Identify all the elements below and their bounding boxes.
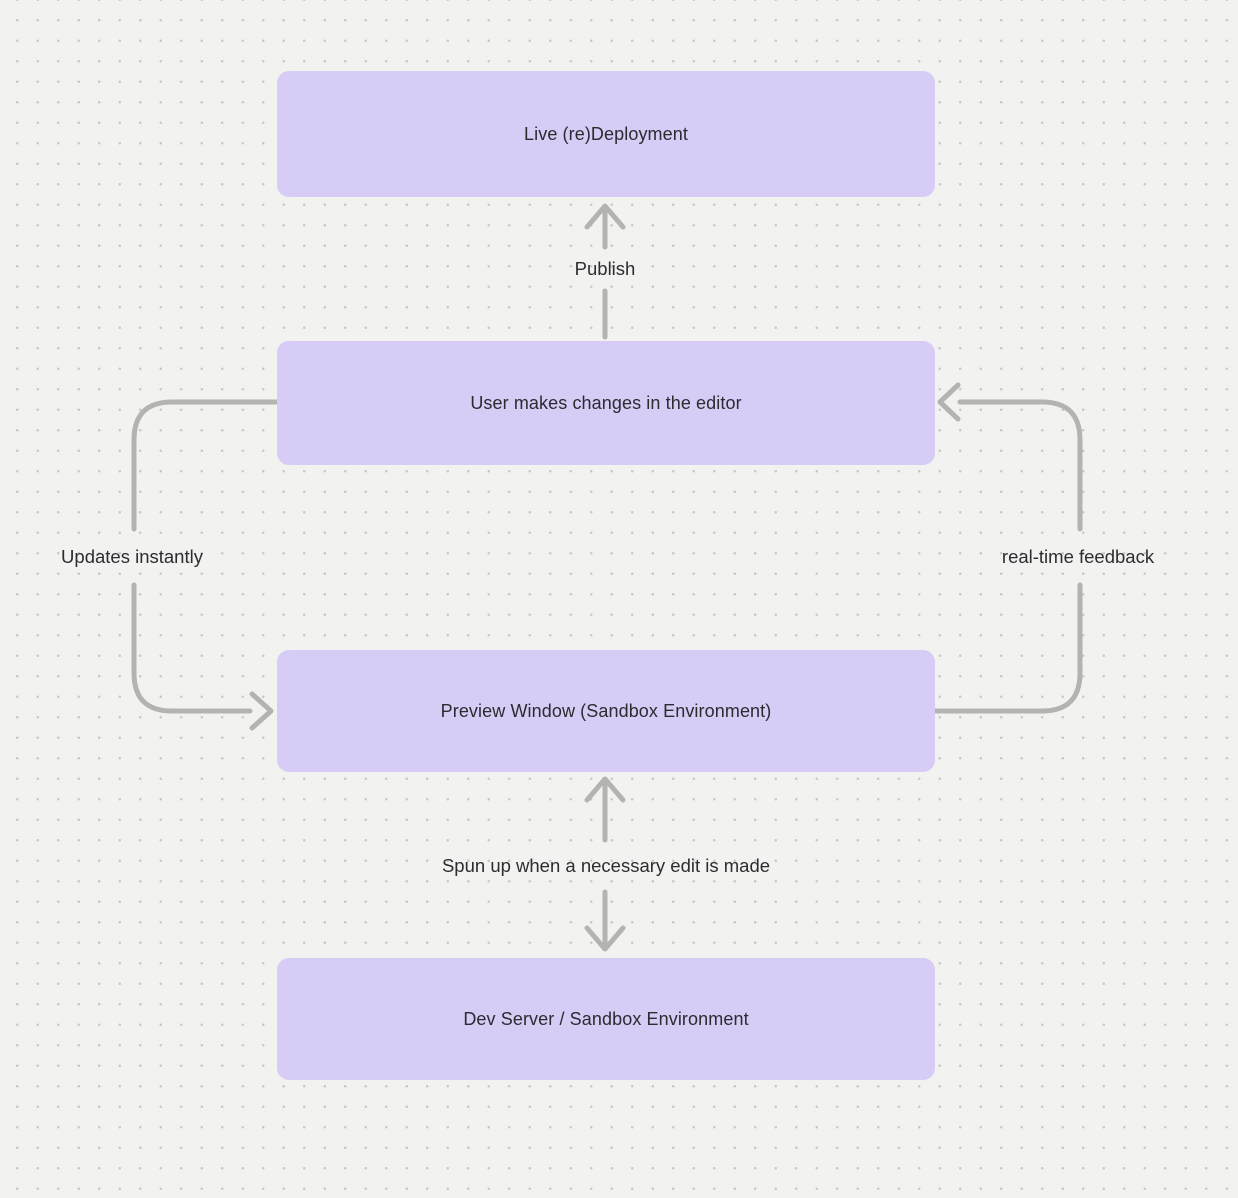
node-label: User makes changes in the editor bbox=[470, 392, 742, 413]
node-label: Preview Window (Sandbox Environment) bbox=[440, 700, 772, 721]
node-label: Dev Server / Sandbox Environment bbox=[463, 1008, 749, 1029]
arrow-down-head-icon bbox=[584, 925, 626, 952]
node-live-redeployment[interactable]: Live (re)Deployment bbox=[277, 71, 935, 197]
node-dev-server[interactable]: Dev Server / Sandbox Environment bbox=[277, 958, 935, 1080]
arrow-updates-bottom-segment bbox=[131, 582, 253, 714]
edge-label-real-time-feedback: real-time feedback bbox=[1001, 546, 1155, 567]
arrow-feedback-top-segment bbox=[957, 399, 1083, 532]
node-user-editor[interactable]: User makes changes in the editor bbox=[277, 341, 935, 465]
arrow-left-head-icon bbox=[937, 382, 961, 422]
edge-label-publish: Publish bbox=[574, 258, 636, 279]
edge-label-spun-up: Spun up when a necessary edit is made bbox=[441, 855, 771, 876]
arrow-up-head-icon bbox=[584, 203, 626, 230]
node-label: Live (re)Deployment bbox=[524, 123, 688, 144]
node-preview-window[interactable]: Preview Window (Sandbox Environment) bbox=[277, 650, 935, 772]
arrow-real-time-feedback bbox=[932, 382, 1083, 714]
arrow-updates-instantly bbox=[131, 399, 280, 731]
arrow-updates-top-segment bbox=[131, 399, 280, 532]
arrow-publish bbox=[584, 203, 626, 340]
arrow-spun-up bbox=[584, 776, 626, 952]
edge-label-updates-instantly: Updates instantly bbox=[61, 546, 203, 567]
arrow-up-head-icon bbox=[584, 776, 626, 803]
arrow-feedback-bottom-segment bbox=[932, 582, 1083, 714]
arrow-right-head-icon bbox=[249, 691, 274, 731]
